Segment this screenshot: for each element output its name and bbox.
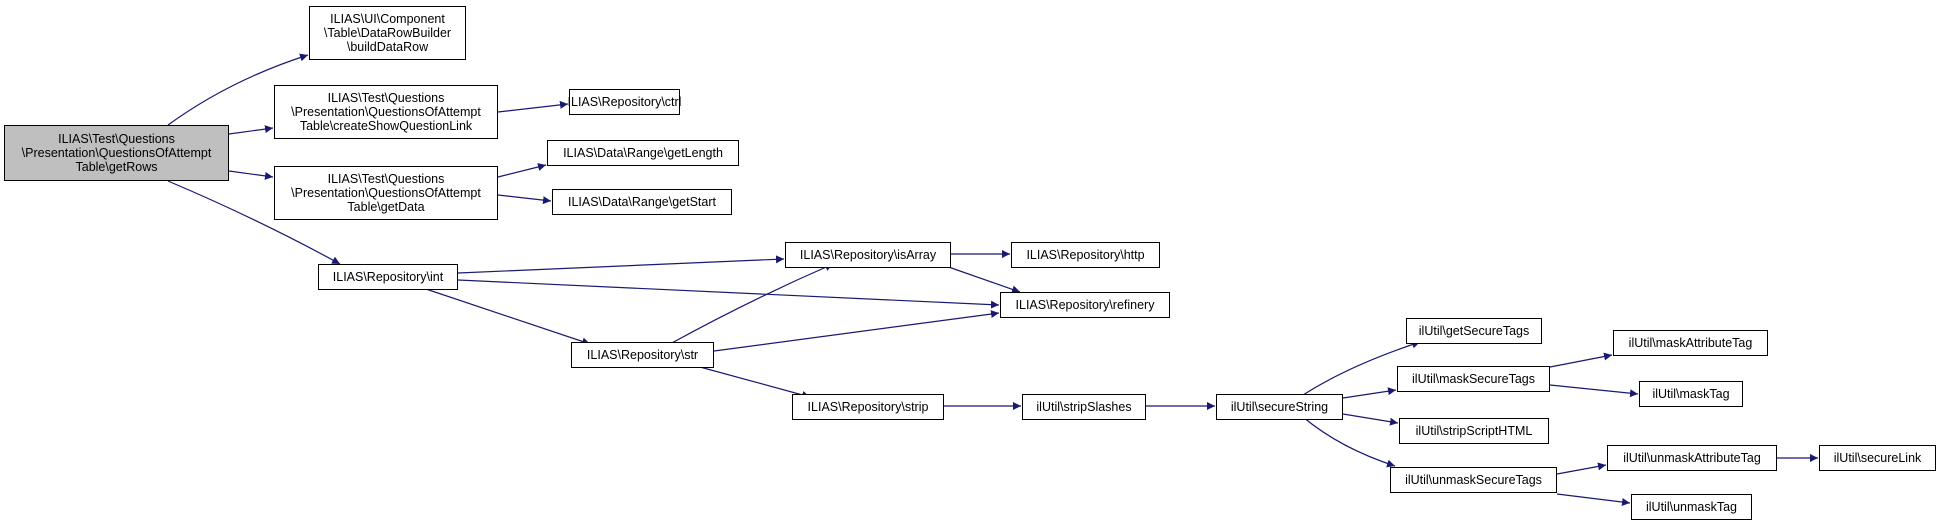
node-strip[interactable]: ILIAS\Repository\strip [792, 394, 944, 420]
edge-str-refinery [713, 310, 1000, 352]
node-refinery[interactable]: ILIAS\Repository\refinery [1000, 292, 1170, 318]
node-secureString[interactable]: ilUtil\secureString [1216, 394, 1343, 420]
edge-getRows-getData [228, 170, 274, 180]
edge-createShowQuestionLink-ctrl [497, 100, 569, 113]
node-getStart[interactable]: ILIAS\Data\Range\getStart [552, 189, 732, 215]
edge-getRows-createShowQuestionLink [228, 125, 274, 135]
edge-unmaskSecureTags-unmaskAttributeTag [1556, 462, 1607, 475]
edge-secureString-getSecureTags [1302, 340, 1421, 396]
edge-getData-getLength [497, 163, 547, 178]
edge-int-isArray [457, 255, 785, 274]
edge-int-refinery [457, 279, 1000, 309]
node-str[interactable]: ILIAS\Repository\str [571, 342, 714, 368]
edge-unmaskSecureTags-unmaskTag [1556, 493, 1631, 506]
node-buildDataRow[interactable]: ILIAS\UI\Component \Table\DataRowBuilder… [309, 6, 466, 60]
node-unmaskTag[interactable]: ilUtil\unmaskTag [1631, 494, 1752, 520]
edge-secureString-maskSecureTags [1342, 387, 1397, 399]
edge-maskSecureTags-maskTag [1549, 384, 1639, 398]
edge-maskSecureTags-maskAttributeTag [1549, 352, 1613, 368]
edge-secureString-unmaskSecureTags [1302, 416, 1396, 468]
edge-str-strip [699, 366, 811, 399]
node-int[interactable]: ILIAS\Repository\int [318, 264, 458, 290]
node-maskAttributeTag[interactable]: ilUtil\maskAttributeTag [1613, 330, 1768, 356]
node-createShowQuestionLink[interactable]: ILIAS\Test\Questions \Presentation\Quest… [274, 85, 498, 139]
node-unmaskSecureTags[interactable]: ilUtil\unmaskSecureTags [1390, 467, 1557, 493]
node-ctrl[interactable]: ILIAS\Repository\ctrl [568, 89, 681, 115]
edge-str-isArray [669, 263, 834, 345]
node-maskSecureTags[interactable]: ilUtil\maskSecureTags [1397, 366, 1550, 392]
node-secureLink[interactable]: ilUtil\secureLink [1819, 445, 1936, 471]
node-getData[interactable]: ILIAS\Test\Questions \Presentation\Quest… [274, 166, 498, 220]
edge-int-str [419, 286, 591, 346]
node-isArray[interactable]: ILIAS\Repository\isArray [785, 242, 951, 268]
edge-getRows-int [167, 180, 341, 265]
edge-getRows-buildDataRow [167, 53, 309, 126]
edge-isArray-refinery [939, 263, 1021, 294]
node-getLength[interactable]: ILIAS\Data\Range\getLength [547, 140, 739, 166]
edge-getData-getStart [497, 194, 552, 205]
node-stripScriptHTML[interactable]: ilUtil\stripScriptHTML [1399, 418, 1549, 444]
node-maskTag[interactable]: ilUtil\maskTag [1639, 381, 1743, 407]
node-unmaskAttributeTag[interactable]: ilUtil\unmaskAttributeTag [1607, 445, 1777, 471]
node-stripSlashes[interactable]: ilUtil\stripSlashes [1022, 394, 1146, 420]
node-getSecureTags[interactable]: ilUtil\getSecureTags [1406, 318, 1542, 344]
node-http[interactable]: ILIAS\Repository\http [1011, 242, 1160, 268]
edge-secureString-stripScriptHTML [1342, 413, 1399, 426]
node-getRows[interactable]: ILIAS\Test\Questions \Presentation\Quest… [4, 125, 229, 181]
